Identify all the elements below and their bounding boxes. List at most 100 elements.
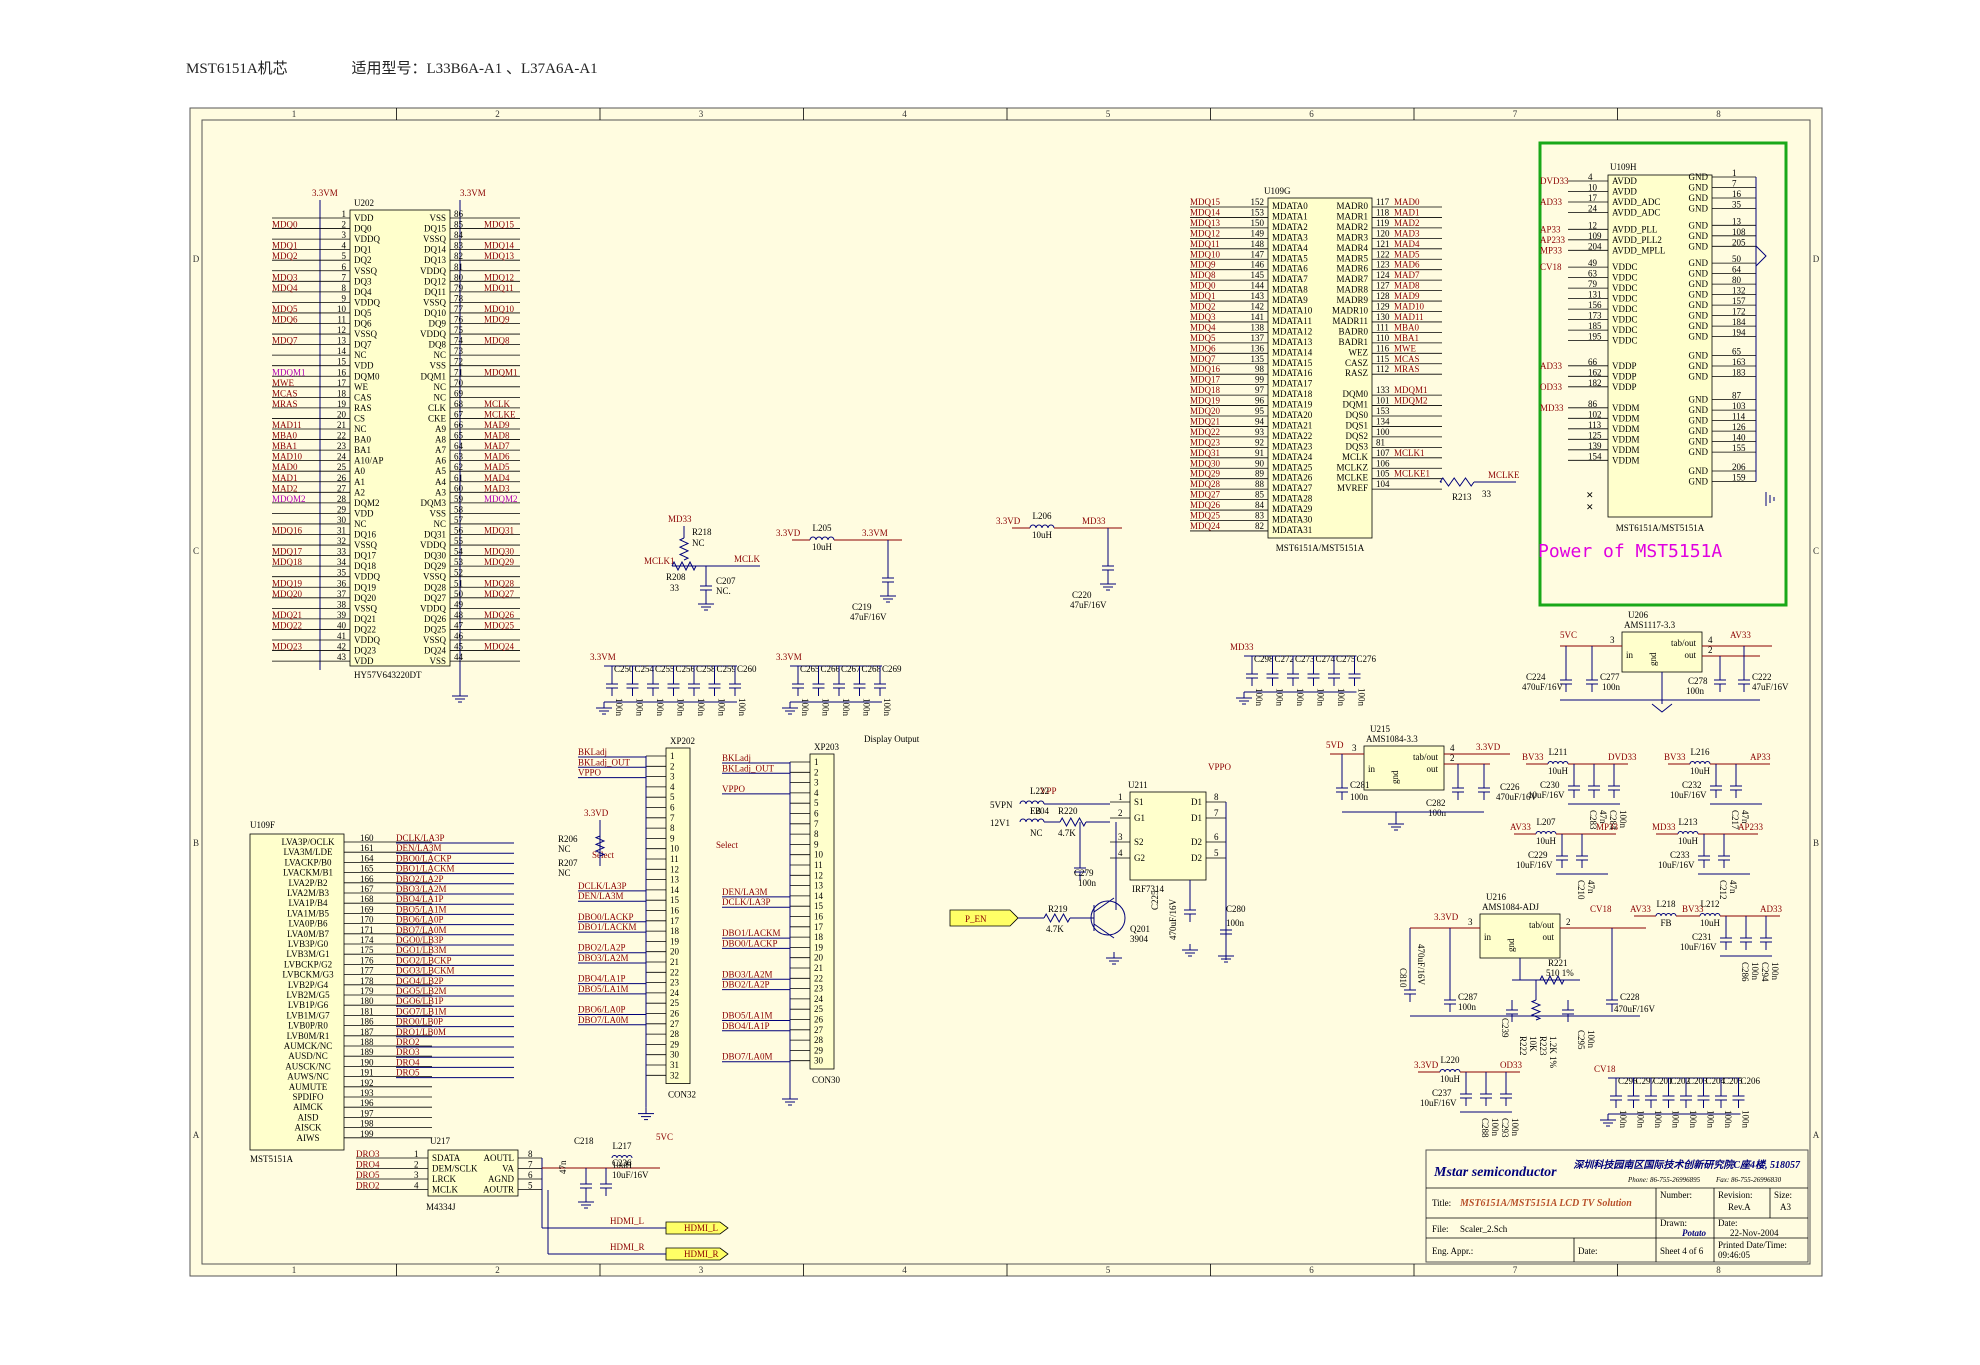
pin-name: MDATA23 (1272, 441, 1313, 451)
cap-value: 10uF/16V (1528, 790, 1565, 800)
capacitor (1307, 664, 1320, 686)
resistor (1059, 816, 1087, 828)
pin-number: 131 (1588, 290, 1602, 300)
pin-number: 7 (1732, 179, 1737, 189)
size-value: A3 (1780, 1202, 1791, 1212)
cap-ref: C279 (1074, 868, 1094, 878)
pin-number: 164 (360, 853, 374, 863)
pin-number: 103 (1732, 401, 1746, 411)
net-label: MDQ11 (1190, 239, 1220, 249)
inductor-ref: L220 (1441, 1055, 1460, 1065)
pin-number: 55 (454, 536, 464, 546)
pin-number: 193 (360, 1088, 374, 1098)
grid-row-label: C (1813, 546, 1819, 556)
pin-name: AVDD_PLL2 (1612, 235, 1662, 245)
capacitor (1720, 928, 1732, 950)
pin-number: 95 (1255, 406, 1265, 416)
pin-name: DQS2 (1345, 431, 1368, 441)
ground-arrow (1755, 245, 1767, 267)
pin-number: 146 (1251, 260, 1265, 270)
pin-name: VDDQ (354, 572, 380, 582)
pin-number: 67 (454, 409, 464, 419)
pin-name: DQ24 (424, 646, 446, 656)
net-label: DBO1/LACKM (396, 864, 455, 874)
pin-name: GND (1689, 426, 1709, 436)
revision-label: Revision: (1718, 1190, 1753, 1200)
pin-name: DQ12 (424, 276, 446, 286)
net-label: DBO2/LA2P (722, 980, 770, 990)
pin-number: 3 (670, 772, 675, 782)
cap-value: 100n (821, 698, 831, 717)
inductor (1677, 831, 1699, 835)
power-rail-label: 3.3VD (1414, 1060, 1439, 1070)
pin-name: DQM3 (420, 498, 446, 508)
drawn-value: Potato (1682, 1228, 1706, 1238)
net-label: DEN/LA3M (722, 887, 768, 897)
pin-name: DQ22 (354, 624, 376, 634)
pin-number: 81 (454, 262, 463, 272)
capacitor (1266, 664, 1279, 686)
capacitor (833, 674, 845, 696)
net-label: DGO5/LB2M (396, 986, 447, 996)
pin-name: BADR1 (1338, 337, 1368, 347)
net-label: MBA0 (272, 431, 298, 441)
power-rail-label: 3.3VD (1434, 912, 1459, 922)
cap-value: 100n (1458, 1002, 1477, 1012)
net-label: MAD1 (1394, 207, 1420, 217)
power-rail-label: MD33 (1082, 516, 1106, 526)
power-rail-label: DVD33 (1608, 752, 1637, 762)
pin-number: 70 (454, 378, 464, 388)
pin-name: DQ29 (424, 561, 446, 571)
net-label: DBO5/LA1M (578, 984, 629, 994)
pin-name: AVDD_ADC (1612, 197, 1660, 207)
regulator-part: AMS1084-3.3 (1366, 734, 1418, 744)
pin-name: MDATA31 (1272, 525, 1312, 535)
pin-number: 83 (454, 241, 464, 251)
pin-name: AVDD (1612, 187, 1637, 197)
pin-name: LVB2M/G5 (286, 990, 330, 1000)
pin-number: 8 (1214, 792, 1219, 802)
pin-name: DQ23 (354, 646, 376, 656)
pin-number: 157 (1732, 296, 1746, 306)
pin-number: 30 (337, 515, 347, 525)
cap-ref: C250 (614, 664, 634, 674)
net-label: BKLadj_OUT (722, 763, 774, 773)
pin-number: 7 (670, 813, 675, 823)
pin-name: A3 (435, 487, 446, 497)
grid-col-label: 6 (1309, 1265, 1314, 1275)
capacitor (1662, 1086, 1675, 1108)
net-label: BKLadj_OUT (578, 757, 630, 767)
revision-value: Rev.A (1728, 1202, 1751, 1212)
capacitor (1500, 1084, 1512, 1106)
pin-name: DQ18 (354, 561, 376, 571)
capacitor (1645, 1086, 1657, 1108)
pin-name: AIWS (297, 1133, 320, 1143)
pin-name: VDDP (1612, 361, 1637, 371)
capacitor (1568, 776, 1580, 798)
net-label: DBO6/LA0P (578, 1005, 626, 1015)
capacitor (667, 674, 680, 696)
pin-name: VSSQ (423, 572, 447, 582)
pin-name: DQ27 (424, 593, 446, 603)
pin-number: 41 (337, 631, 346, 641)
cap-value: 47n (558, 1160, 568, 1174)
memory-interface-chip (1267, 197, 1373, 539)
pin-name: MDATA0 (1272, 201, 1308, 211)
capacitor (882, 568, 894, 590)
inductor (1655, 913, 1677, 917)
net-label: MDQ4 (272, 283, 298, 293)
pin-number: 117 (1376, 197, 1390, 207)
chip-part: M4334J (426, 1202, 456, 1212)
pin-name: tab/out (1671, 638, 1696, 648)
pin-number: 5 (528, 1181, 533, 1191)
pin-number: 1 (414, 1149, 419, 1159)
cap-value: 100n (841, 698, 851, 717)
pin-number: 45 (454, 642, 464, 652)
pin-name: MDATA7 (1272, 274, 1308, 284)
regulator-ref: U216 (1486, 892, 1506, 902)
cap-value: 100n (717, 698, 727, 717)
pin-name: MADR2 (1336, 222, 1368, 232)
pin-name: GND (1689, 279, 1709, 289)
pin-number: 22 (814, 973, 823, 983)
pin-name: MDATA26 (1272, 473, 1313, 483)
